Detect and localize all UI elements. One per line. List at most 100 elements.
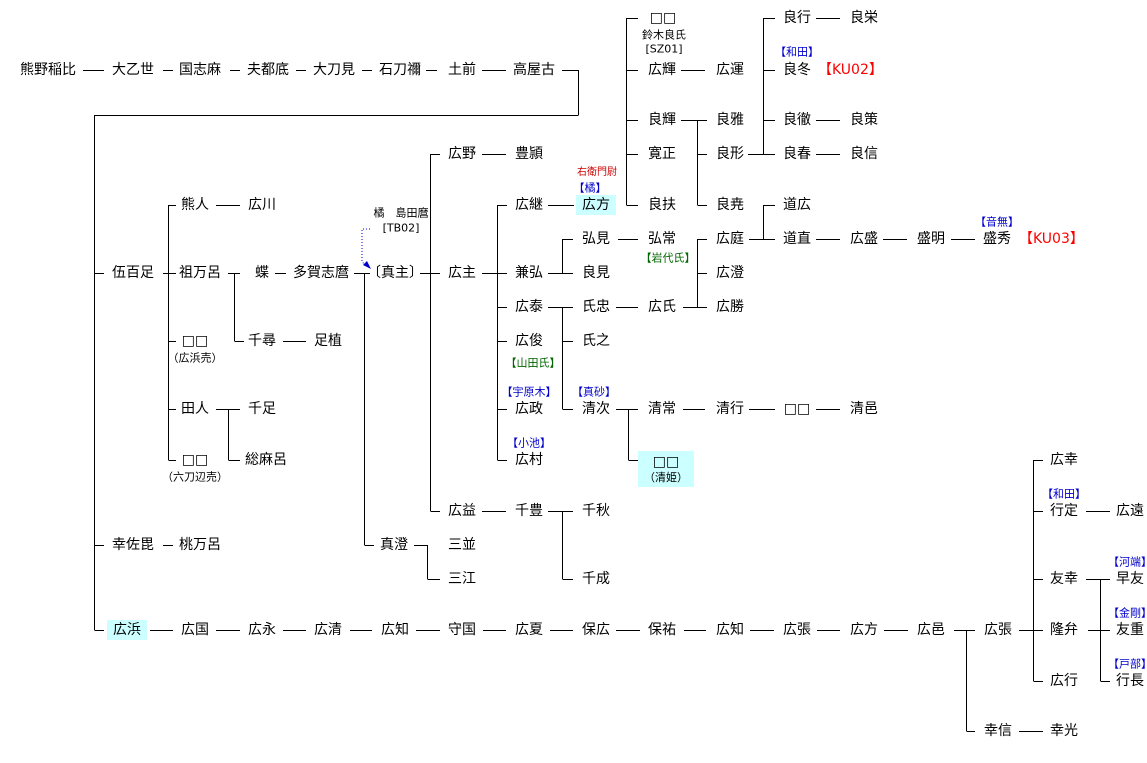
person-yoshisaku: 良策 (850, 112, 878, 128)
person-hirono: 広野 (448, 146, 476, 162)
person-morihide: 盛秀 (983, 231, 1011, 247)
person-ootose: 大乙世 (112, 62, 154, 78)
person-hirokata-highlighted: 広方 (576, 195, 616, 215)
person-hirohari: 広張 (783, 622, 811, 638)
person-hironaga: 広永 (248, 622, 276, 638)
adoption-note: 橘 島田麿 (373, 206, 429, 220)
person-hironushi: 広主 (448, 265, 476, 281)
person-hayatomo: 早友 (1116, 571, 1144, 587)
title-note: 右衛門尉 (577, 167, 617, 178)
lineage-code: 【KU03】 (1019, 231, 1084, 247)
person-kosahiru: 幸佐毘 (112, 537, 154, 553)
person-hirokawa: 広川 (248, 197, 276, 213)
person-iohotari: 伍百足 (112, 265, 154, 281)
person-hirotoshi: 広俊 (515, 333, 543, 349)
person-takaben: 隆弁 (1050, 622, 1078, 638)
person-chihiro: 千尋 (248, 333, 276, 349)
person-ujitada: 氏忠 (582, 299, 610, 315)
person-hirokiyo: 広清 (314, 622, 342, 638)
person-hiromi: 弘見 (582, 231, 610, 247)
person-hirotomo: 広知 (381, 622, 409, 638)
unknown-person-box: □□ (181, 452, 209, 468)
unknown-person-box: □□ (783, 401, 811, 417)
person-chinari: 千成 (582, 571, 610, 587)
person-kiyotsune: 清常 (648, 401, 676, 417)
clan-label: 【宇原木】 (501, 385, 557, 399)
person-morikuni: 守国 (448, 622, 476, 638)
person-hiroyasu: 広泰 (515, 299, 543, 315)
person-hironatsu: 広夏 (515, 622, 543, 638)
person-moriaki: 盛明 (917, 231, 945, 247)
person-yoshitaka: 良尭 (716, 197, 744, 213)
person-hiromasa: 広政 (515, 401, 543, 417)
person-toyoyori: 豊頴 (515, 146, 543, 162)
person-futsuteri: 夫都底 (247, 62, 289, 78)
person-hirotsugu: 広継 (515, 197, 543, 213)
person-kanehiro: 兼弘 (515, 265, 543, 281)
person-hiromura: 広村 (515, 452, 543, 468)
person-yoshikata: 良形 (716, 146, 744, 162)
person-ootachimi: 大刀見 (313, 62, 355, 78)
person-hiroyuki2: 広行 (1050, 673, 1078, 689)
person-ujiyuki: 氏之 (582, 333, 610, 349)
person-kiyohime-highlighted: □□ （清姫） (638, 451, 694, 487)
person-yukinaga: 行長 (1116, 673, 1144, 689)
person-masanushi: 〔真主〕 (367, 265, 423, 281)
person-tomoshige: 友重 (1116, 622, 1144, 638)
person-yasuhiro: 保広 (582, 622, 610, 638)
person-takayako: 高屋古 (513, 62, 555, 78)
person-hiroyuki: 広幸 (1050, 452, 1078, 468)
person-sane: 三江 (448, 571, 476, 587)
person-hiromasa2: 寛正 (648, 146, 676, 162)
person-kiyoyuki: 清行 (716, 401, 744, 417)
person-yoshihide: 良栄 (850, 10, 878, 26)
person-hirotsune: 弘常 (648, 231, 676, 247)
person-hirokata2: 広方 (850, 622, 878, 638)
person-kumano: 熊野稲比 (20, 62, 76, 78)
clan-label: 【音無】 (975, 215, 1019, 229)
person-hachi: 蝶 (255, 265, 269, 281)
unknown-person-box: □□ (652, 454, 680, 470)
person-taruue: 足植 (314, 333, 342, 349)
clan-label: 【小池】 (507, 436, 551, 450)
person-note: （清姫） (644, 470, 688, 484)
person-chiaki: 千秋 (582, 503, 610, 519)
clan-label: 【和田】 (775, 45, 819, 59)
person-yoshiyuki: 良行 (783, 10, 811, 26)
person-yoteru: 良輝 (648, 112, 676, 128)
person-hiromasu: 広益 (448, 503, 476, 519)
adoption-code: [TB02] (382, 221, 420, 235)
person-hirokazu: 広運 (716, 62, 744, 78)
person-tomoyuki: 友幸 (1050, 571, 1078, 587)
person-michinao: 道直 (783, 231, 811, 247)
person-omaro: 祖万呂 (179, 265, 221, 281)
person-kiyomura: 清邑 (850, 401, 878, 417)
person-soumaro: 総麻呂 (245, 452, 287, 468)
person-yoshisuke: 良扶 (648, 197, 676, 213)
clan-label: 【河端】 (1108, 555, 1147, 569)
clan-label: 【真砂】 (572, 385, 616, 399)
person-chitoyo: 千豊 (515, 503, 543, 519)
unknown-person-box: □□ (181, 333, 209, 349)
person-yoshinobu: 良信 (850, 146, 878, 162)
person-kiyotsugu: 清次 (582, 401, 610, 417)
person-yoshifuyu: 良冬 (783, 62, 811, 78)
person-chitari: 千足 (248, 401, 276, 417)
person-hirotomo2: 広知 (716, 622, 744, 638)
person-hirosumi: 広澄 (716, 265, 744, 281)
person-hirotoo: 広遠 (1116, 503, 1144, 519)
person-hiromori: 広盛 (850, 231, 878, 247)
person-yasusuke: 保祐 (648, 622, 676, 638)
person-yoshitetsu: 良徹 (783, 112, 811, 128)
clan-label: 【和田】 (1042, 487, 1086, 501)
person-sanparu: 三並 (448, 537, 476, 553)
person-tagashimaro: 多賀志麿 (293, 265, 349, 281)
person-momomaro: 桃万呂 (179, 537, 221, 553)
person-suzuki: 鈴木良氏 (642, 28, 686, 42)
person-yoshimi: 良見 (582, 265, 610, 281)
person-koumitsu: 幸光 (1050, 723, 1078, 739)
person-yukisada: 行定 (1050, 503, 1078, 519)
person-tsuchisaki: 土前 (448, 62, 476, 78)
